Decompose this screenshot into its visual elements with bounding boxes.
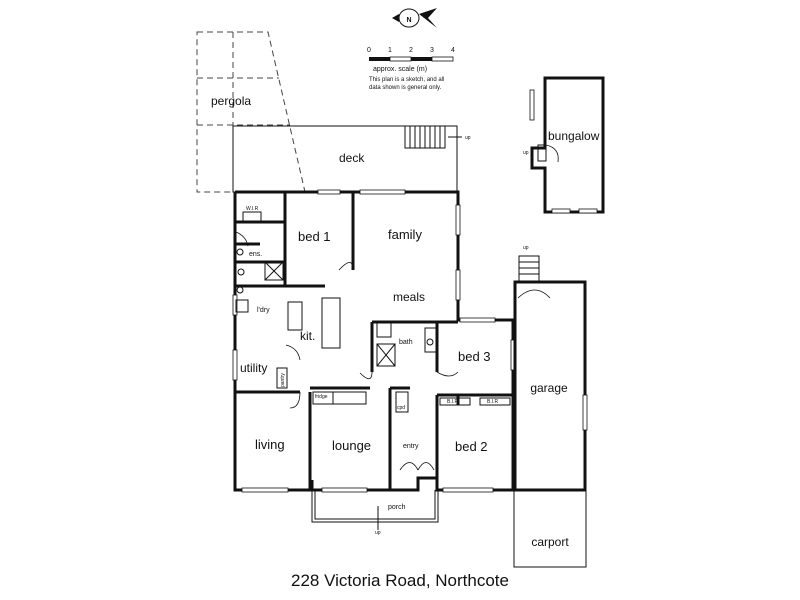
compass-letter: N bbox=[406, 17, 411, 24]
porch-up-marker: up bbox=[375, 530, 381, 536]
garage-building: up garage bbox=[513, 245, 588, 492]
room-wir: W.I.R bbox=[246, 206, 259, 212]
scale-note-1: This plan is a sketch, and all bbox=[369, 77, 444, 83]
room-garage: garage bbox=[530, 381, 568, 395]
pergola-area: pergola bbox=[196, 31, 306, 193]
garage-stairs bbox=[518, 255, 540, 283]
room-lounge: lounge bbox=[332, 438, 371, 453]
room-bed1: bed 1 bbox=[298, 229, 331, 244]
room-labels: bed 1 family meals ens. W.I.R l'dry kit.… bbox=[240, 206, 499, 454]
room-porch: porch bbox=[388, 504, 406, 511]
room-entry: entry bbox=[403, 443, 419, 450]
label-cpd: cpd bbox=[397, 405, 405, 411]
bungalow-up-marker: up bbox=[523, 150, 529, 156]
room-bungalow: bungalow bbox=[548, 129, 600, 143]
room-kit: kit. bbox=[300, 329, 315, 343]
fixtures bbox=[235, 211, 511, 413]
room-ldry: l'dry bbox=[257, 307, 270, 314]
property-address: 228 Victoria Road, Northcote bbox=[291, 571, 509, 590]
room-bed3: bed 3 bbox=[458, 349, 491, 364]
scale-bar: 0 1 2 3 4 approx. scale (m) This plan is… bbox=[367, 47, 455, 91]
room-deck: deck bbox=[339, 151, 365, 165]
room-utility: utility bbox=[240, 361, 267, 375]
room-pergola: pergola bbox=[211, 94, 251, 108]
scale-tick-0: 0 bbox=[367, 47, 371, 54]
deck-area: up deck bbox=[232, 125, 471, 193]
garage-up-marker: up bbox=[523, 245, 529, 251]
room-bed2: bed 2 bbox=[455, 439, 488, 454]
room-bath: bath bbox=[399, 339, 413, 346]
scale-tick-3: 3 bbox=[430, 47, 434, 54]
scale-tick-1: 1 bbox=[388, 47, 392, 54]
label-fridge: fridge bbox=[315, 394, 328, 400]
windows bbox=[232, 189, 516, 493]
room-ens: ens. bbox=[249, 251, 262, 258]
scale-label: approx. scale (m) bbox=[373, 66, 427, 73]
bungalow-building: up bungalow bbox=[523, 76, 605, 214]
label-bir-bed2: B.I.R bbox=[487, 399, 499, 405]
carport-area: carport bbox=[513, 489, 587, 568]
doors bbox=[235, 231, 551, 471]
deck-up-marker: up bbox=[465, 135, 471, 141]
room-carport: carport bbox=[531, 535, 569, 549]
room-living: living bbox=[255, 437, 285, 452]
scale-tick-2: 2 bbox=[409, 47, 413, 54]
room-family: family bbox=[388, 227, 422, 242]
compass-icon: N bbox=[392, 8, 437, 28]
deck-stairs bbox=[404, 125, 462, 149]
scale-tick-4: 4 bbox=[451, 47, 455, 54]
label-pantry: pantry bbox=[280, 373, 286, 387]
porch-area: up porch bbox=[311, 490, 439, 536]
room-meals: meals bbox=[393, 290, 425, 304]
scale-note-2: data shown is general only. bbox=[369, 85, 442, 91]
label-bir-bed3: B.I.R bbox=[447, 399, 459, 405]
